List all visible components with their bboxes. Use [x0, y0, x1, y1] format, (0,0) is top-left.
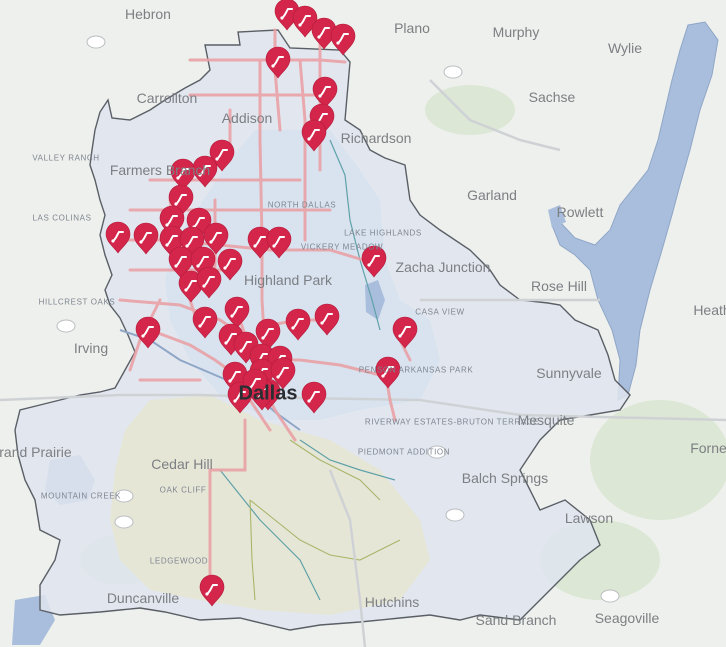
pin-marker-icon[interactable] [192, 155, 218, 188]
place-label: MOUNTAIN CREEK [40, 491, 122, 501]
highways [0, 79, 726, 647]
pin-marker-icon[interactable] [301, 119, 327, 152]
place-label: Murphy [492, 24, 540, 40]
place-label: Hebron [125, 6, 171, 22]
pin-marker-icon[interactable] [301, 381, 327, 414]
place-label: Wylie [607, 40, 643, 56]
white-rock-lake [365, 280, 385, 320]
place-label: Dallas [238, 382, 298, 405]
pin-marker-icon[interactable] [265, 46, 291, 79]
place-label: Sunnyvale [536, 365, 602, 381]
place-label: PENSON ARKANSAS PARK [358, 365, 474, 375]
pin-marker-icon[interactable] [330, 23, 356, 56]
place-label: Irving [73, 340, 109, 356]
pin-marker-icon[interactable] [361, 245, 387, 278]
lake-small-right [548, 205, 566, 228]
pin-marker-icon[interactable] [314, 303, 340, 336]
place-label: Seagoville [594, 610, 660, 626]
trail-lines [219, 139, 396, 601]
pin-marker-icon[interactable] [196, 266, 222, 299]
south-sector-tint [110, 395, 430, 615]
pin-marker-icon[interactable] [224, 296, 250, 329]
pin-marker-icon[interactable] [285, 308, 311, 341]
pin-marker-icon[interactable] [311, 17, 337, 50]
pin-marker-icon[interactable] [203, 222, 229, 255]
pin-marker-icon[interactable] [217, 248, 243, 281]
pin-marker-icon[interactable] [375, 356, 401, 389]
place-label: OAK CLIFF [159, 485, 207, 495]
place-label: Carrollton [136, 90, 198, 106]
place-label: Heath [693, 302, 726, 318]
place-label: Balch Springs [461, 470, 549, 486]
place-label: LAS COLINAS [32, 213, 92, 223]
place-label: Cedar Hill [151, 456, 213, 472]
place-label: Rowlett [556, 204, 604, 220]
place-label: Highland Park [244, 272, 332, 288]
pin-marker-icon[interactable] [242, 368, 268, 401]
pin-marker-icon[interactable] [135, 316, 161, 349]
pin-marker-icon[interactable] [170, 158, 196, 191]
place-label: VALLEY RANCH [32, 153, 100, 163]
place-label: LAKE HIGHLANDS [344, 228, 422, 238]
place-label: Lawson [564, 510, 614, 526]
place-label: CASA VIEW [415, 307, 465, 317]
place-label: RIVERWAY ESTATES-BRUTON TERRACE [364, 417, 540, 427]
pin-marker-icon[interactable] [168, 246, 194, 279]
place-label: Forney [690, 440, 726, 456]
place-label: LEDGEWOOD [149, 556, 209, 566]
pin-marker-icon[interactable] [247, 226, 273, 259]
pin-marker-icon[interactable] [192, 306, 218, 339]
marker-layer [105, 0, 418, 607]
place-label: HILLCREST OAKS [38, 297, 116, 307]
place-label: Grand Prairie [0, 444, 72, 460]
pin-marker-icon[interactable] [266, 226, 292, 259]
place-label: Garland [467, 187, 517, 203]
pin-marker-icon[interactable] [227, 381, 253, 414]
place-label: Sand Branch [475, 612, 557, 628]
place-label: Sachse [528, 89, 576, 105]
pin-marker-icon[interactable] [199, 574, 225, 607]
pin-marker-icon[interactable] [133, 222, 159, 255]
place-label: Plano [394, 20, 430, 36]
place-label: Hutchins [364, 594, 420, 610]
pin-marker-icon[interactable] [312, 76, 338, 109]
place-label: Rose Hill [530, 278, 588, 294]
pin-marker-icon[interactable] [255, 318, 281, 351]
place-label: Farmers Branch [109, 162, 211, 178]
sector-lines [249, 439, 401, 601]
pin-marker-icon[interactable] [392, 316, 418, 349]
place-label: Zacha Junction [395, 259, 491, 275]
place-label: PIEDMONT ADDITION [357, 447, 451, 457]
pin-marker-icon[interactable] [105, 221, 131, 254]
highway-shields [56, 35, 620, 603]
place-label: VICKERY MEADOW [300, 242, 384, 252]
place-label: NORTH DALLAS [267, 200, 337, 210]
place-label: Addison [221, 110, 273, 126]
place-label: Duncanville [106, 590, 180, 606]
pin-marker-icon[interactable] [270, 357, 296, 390]
place-label: Richardson [340, 130, 412, 146]
place-label: Mesquite [517, 412, 575, 428]
